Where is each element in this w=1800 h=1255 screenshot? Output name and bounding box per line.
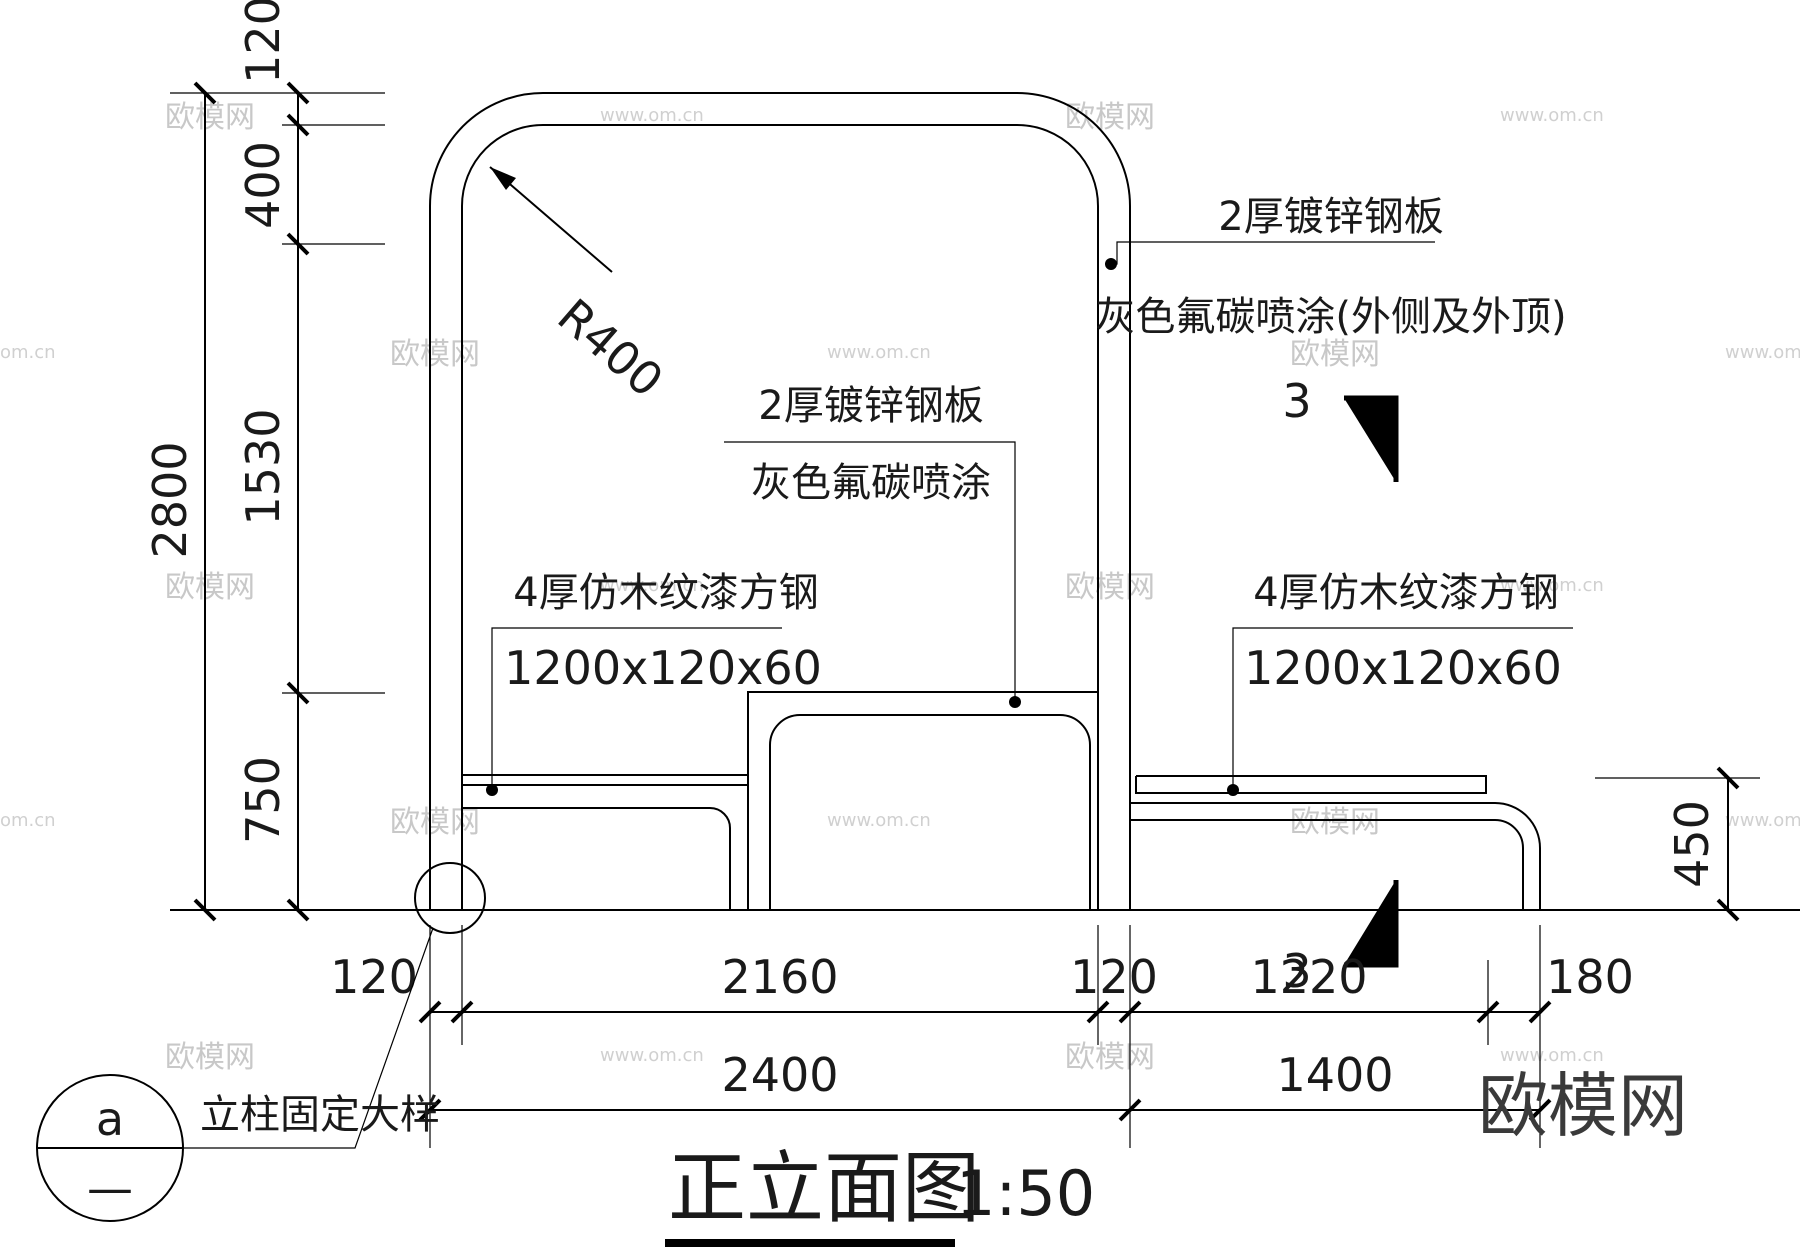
detail-highlight-circle [414,862,486,934]
dim-tick [1528,1000,1552,1024]
panel-outer-outline [747,691,1098,910]
dim-tick [418,1098,442,1122]
dim-tick [1528,1098,1552,1122]
dim-right-post-width: 120 [1070,950,1158,1004]
note-frame-material: 2厚镀锌钢板 [1218,194,1443,240]
dim-tick [286,232,310,256]
watermark-brand: 欧模网 [390,805,480,840]
note-panel-material: 2厚镀锌钢板 [758,383,983,429]
dim-tick [286,113,310,137]
dim-lower-height: 750 [236,756,290,844]
watermark-brand: 欧模网 [390,337,480,372]
watermark-brand: 欧模网 [1065,570,1155,605]
watermark-url: www.om.cn [1725,342,1800,363]
watermark-url: www.om.cn [1500,575,1604,596]
leader-frame [1111,241,1435,265]
dim-overall-height: 2800 [143,441,197,558]
watermark-brand: 欧模网 [1290,337,1380,372]
dim-arc-height: 400 [236,141,290,229]
watermark-url: www.om.cn [600,105,704,126]
note-panel-finish: 灰色氟碳喷涂 [751,460,991,506]
bench-left-support [462,807,731,910]
note-frame-finish: 灰色氟碳喷涂(外侧及外顶) [1095,294,1566,340]
section-cut-mark-top [1344,395,1399,482]
watermark-brand: 欧模网 [165,570,255,605]
radius-label: R400 [548,288,674,407]
watermark-brand: 欧模网 [1065,100,1155,135]
dim-tick [1118,1000,1142,1024]
dim-middle-height: 1530 [236,408,290,525]
watermark-brand: 欧模网 [1065,1040,1155,1075]
dim-tick [286,681,310,705]
watermark-url: www.om.cn [1500,105,1604,126]
leader-bench-right [1232,627,1573,790]
dim-tick [1118,1098,1142,1122]
dim-bench-total: 1400 [1276,1048,1393,1102]
watermark-brand: 欧模网 [165,1040,255,1075]
leader-lines [486,241,1573,796]
dim-tick [193,81,217,105]
dim-tick [450,1000,474,1024]
watermark-url: om.cn [0,342,56,363]
dim-frame-width: 2400 [721,1048,838,1102]
section-number-bottom: 3 [1282,944,1311,998]
drawing-scale: 1:50 [956,1157,1095,1230]
dim-tick [286,898,310,922]
leader-panel [724,441,1016,702]
frame-inner-outline [461,124,1099,910]
bench-right-slat [1135,775,1487,794]
dim-tick [1086,1000,1110,1024]
dim-bench-end: 180 [1546,950,1634,1004]
detail-symbol-sheet: — [87,1161,133,1215]
watermark-url: om.cn [0,810,56,831]
dim-bench-span: 1220 [1250,950,1367,1004]
frame-outer-outline [429,92,1131,910]
detail-label: 立柱固定大样 [200,1092,440,1138]
dim-opening-width: 2160 [721,950,838,1004]
watermark-url: www.om.cn [1725,810,1800,831]
detail-leader [160,927,434,1149]
dim-tick [1476,1000,1500,1024]
dim-tick [286,81,310,105]
dim-tick [418,1000,442,1024]
dim-tick [1716,898,1740,922]
dim-bench-height: 450 [1665,800,1719,888]
bench-left-slat [462,774,749,786]
watermark-layer: 欧模网 www.om.cn 欧模网 www.om.cn om.cn 欧模网 ww… [0,100,1800,1075]
watermark-url: www.om.cn [827,342,931,363]
dim-tick [193,898,217,922]
bench-right-support-inner [1130,819,1524,910]
note-bench-left-size: 1200x120x60 [504,641,822,695]
watermark-url: www.om.cn [827,810,931,831]
horizontal-dimensions: 120 2160 120 1220 180 2400 1400 [330,925,1634,1148]
watermark-url: www.om.cn [600,575,704,596]
note-bench-right-material: 4厚仿木纹漆方钢 [1253,570,1558,616]
vertical-dimension-right: 450 [1595,766,1760,922]
leader-bench-left [491,627,782,790]
panel-inner-outline [769,714,1091,910]
note-bench-right-size: 1200x120x60 [1244,641,1562,695]
vertical-dimensions-left: 120 400 1530 750 2800 [143,0,385,922]
brand-logo: 欧模网 [1478,1065,1688,1147]
dim-tick [1716,766,1740,790]
dim-left-post-width: 120 [330,950,418,1004]
watermark-brand: 欧模网 [1290,805,1380,840]
radius-arrowhead [490,167,516,190]
detail-callout: a — 立柱固定大样 [36,862,486,1222]
detail-symbol-letter: a [96,1092,124,1146]
dim-top-thickness: 120 [236,0,290,84]
drawing-title: 正立面图 [668,1144,980,1234]
section-cut-mark-bottom [1344,880,1399,968]
watermark-brand: 欧模网 [165,100,255,135]
bench-right-support-outer [1130,802,1541,910]
watermark-url: www.om.cn [1500,1045,1604,1066]
watermark-url: www.om.cn [600,1045,704,1066]
note-bench-left-material: 4厚仿木纹漆方钢 [513,570,818,616]
section-number-top: 3 [1282,374,1311,428]
